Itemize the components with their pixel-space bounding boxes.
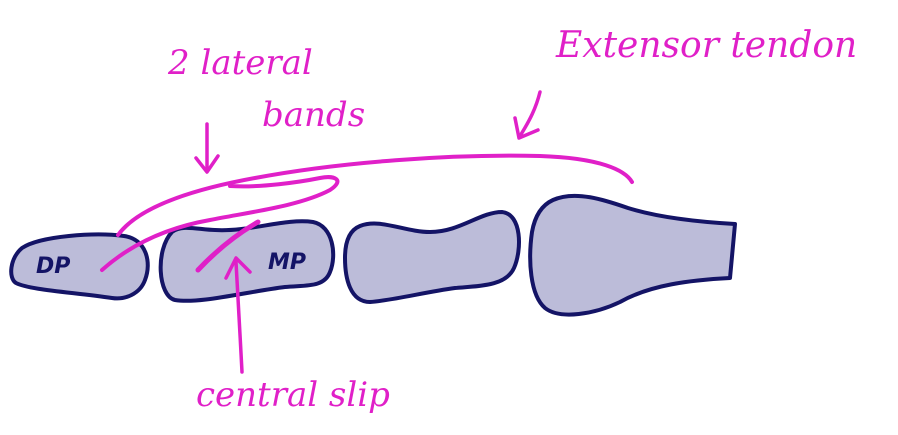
proximal-phalanx-bone	[345, 212, 519, 302]
extensor-tendon-label: Extensor tendon	[556, 28, 857, 64]
middle-phalanx-bone	[161, 221, 334, 301]
lateral-bands-label-line1: 2 lateral	[168, 46, 313, 80]
metacarpal-bone	[530, 196, 735, 315]
distal-phalanx-bone	[11, 235, 148, 299]
central-slip-label: central slip	[196, 378, 390, 412]
dp-label: DP	[36, 256, 70, 278]
mp-label: MP	[268, 252, 306, 274]
lateral-bands-label-line2: bands	[262, 98, 365, 132]
